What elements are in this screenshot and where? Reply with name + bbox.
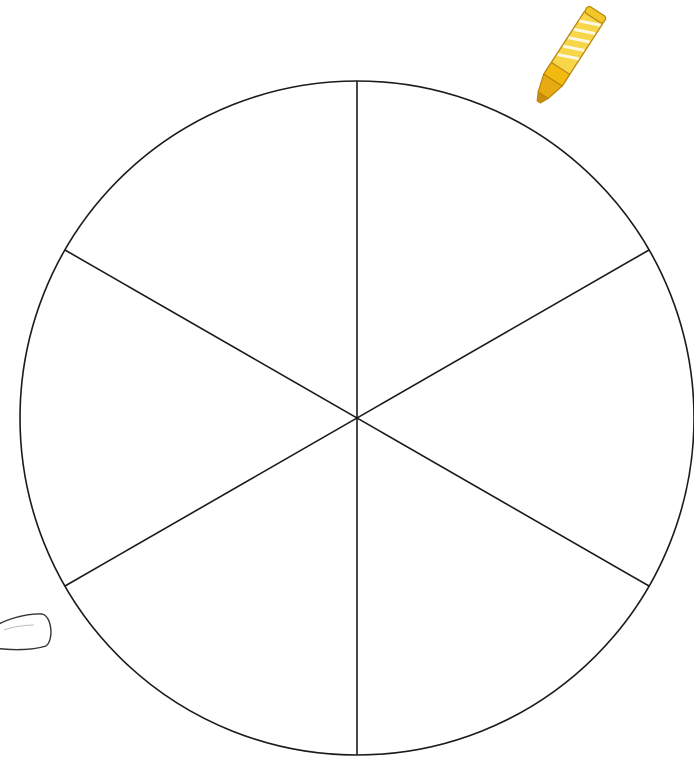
eraser-icon: [0, 614, 51, 650]
crayon-icon: [530, 5, 607, 108]
